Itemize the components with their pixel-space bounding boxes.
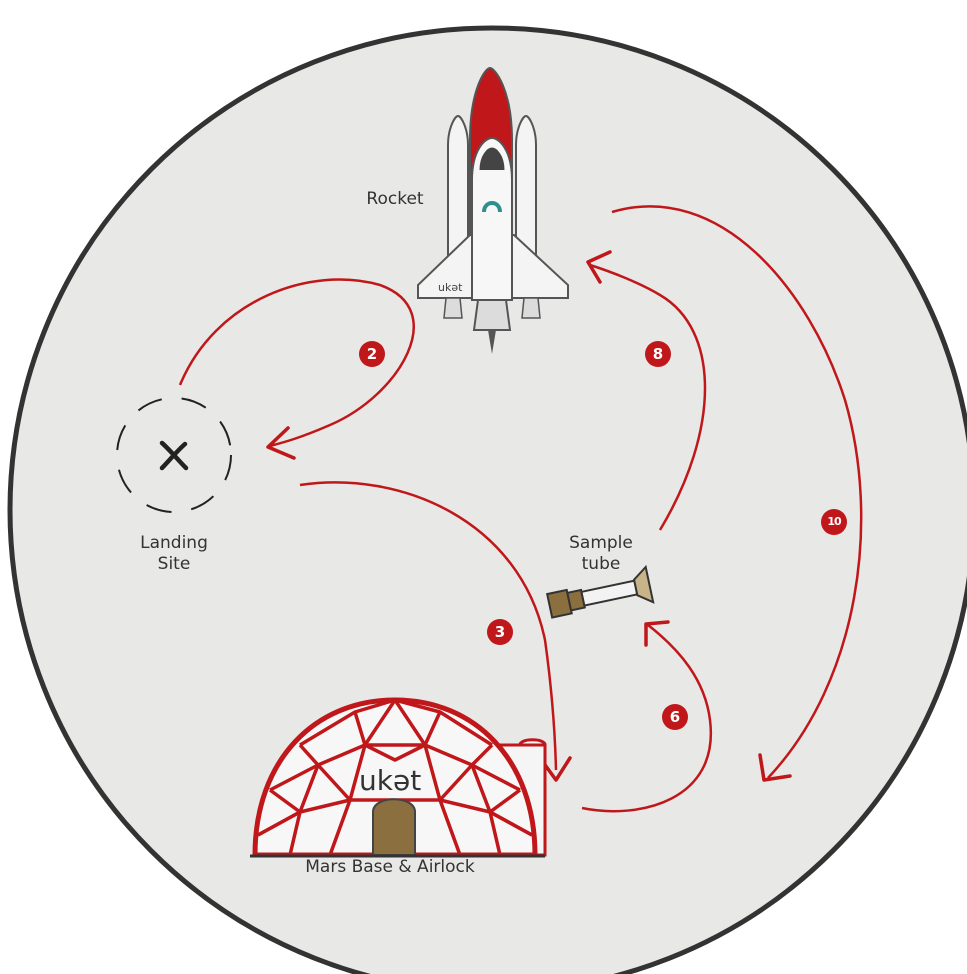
x-mark-icon (159, 440, 189, 471)
arrow-step-10 (611, 205, 863, 782)
sample-tube-label: Sample tube (569, 533, 633, 574)
step-badge: 10 (821, 509, 847, 535)
planet-circle (7, 25, 967, 974)
arrow-step-8 (586, 250, 707, 531)
dome-brand-text: ukət (359, 764, 421, 797)
sample-tube-icon (545, 564, 655, 619)
arrow-step-2 (178, 278, 415, 460)
arrow-step-6 (581, 620, 713, 813)
step-badge: 8 (645, 341, 671, 367)
landing-site-label: Landing Site (140, 533, 208, 574)
step-badge: 6 (662, 704, 688, 730)
rocket-label: Rocket (366, 189, 424, 209)
geodesic-dome-icon: ukət (250, 697, 547, 858)
landing-site-marker (116, 397, 232, 513)
space-shuttle-icon: ukət (417, 66, 569, 354)
rocket-brand-text: ukət (438, 281, 463, 294)
step-badge: 3 (487, 619, 513, 645)
mars-base-label: Mars Base & Airlock (305, 857, 475, 877)
step-badge: 2 (359, 341, 385, 367)
